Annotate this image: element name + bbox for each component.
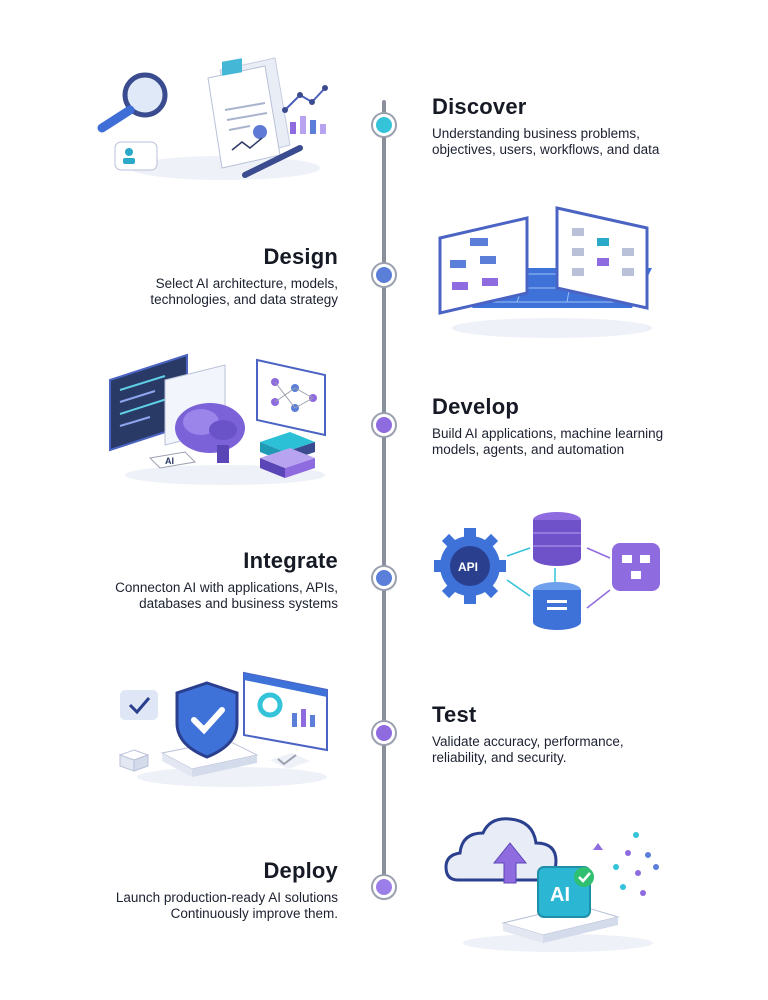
- brain-icon: [175, 403, 245, 463]
- upload-arrow-icon: [492, 842, 528, 884]
- step-integrate: Integrate Connecton AI with applications…: [38, 548, 338, 612]
- step-title: Test: [432, 702, 477, 727]
- ai-chip-label: AI: [165, 456, 174, 466]
- timeline-node-discover: [373, 114, 395, 136]
- develop-illustration: AI: [109, 353, 326, 485]
- timeline-node-test: [373, 722, 395, 744]
- timeline-node-develop: [373, 414, 395, 436]
- design-illustration: [438, 206, 652, 338]
- dashboard-screen-icon: [243, 671, 328, 752]
- network-screen-icon: [555, 206, 649, 310]
- timeline-node-design: [373, 264, 395, 286]
- line-chart-icon: [282, 85, 328, 134]
- network-dots-icon: [593, 832, 659, 896]
- step-test: Test Validate accuracy, performance, rel…: [432, 702, 732, 766]
- user-card-icon: [114, 141, 158, 171]
- discover-illustration: [97, 57, 328, 180]
- step-title: Discover: [432, 94, 527, 119]
- step-title: Deploy: [263, 858, 338, 883]
- timeline-line: [382, 100, 386, 900]
- document-icon: [207, 57, 291, 169]
- step-design: Design Select AI architecture, models, t…: [38, 244, 338, 308]
- ai-box-label: AI: [550, 884, 570, 906]
- test-illustration: [118, 671, 328, 787]
- database-icon: [533, 582, 581, 630]
- step-discover: Discover Understanding business problems…: [432, 94, 732, 158]
- cube-stack-icon: [260, 432, 315, 478]
- neural-network-screen-icon: [256, 358, 326, 437]
- step-description: Validate accuracy, performance, reliabil…: [432, 734, 624, 765]
- magnifier-icon: [97, 72, 168, 133]
- checkmark-badge-icon: [574, 867, 594, 887]
- workflow-app-icon: [612, 543, 660, 591]
- cloud-icon: [444, 817, 558, 882]
- ai-chip-icon: AI: [148, 451, 197, 469]
- flowchart-screen-icon: [438, 216, 529, 315]
- api-gear-icon: API: [434, 528, 506, 604]
- database-icon: [533, 512, 581, 566]
- step-title: Design: [263, 244, 338, 269]
- shield-icon: [175, 681, 239, 759]
- step-description: Build AI applications, machine learning …: [432, 426, 664, 457]
- step-description: Launch production-ready AI solutions Con…: [115, 890, 338, 921]
- step-title: Integrate: [243, 548, 338, 573]
- step-description: Understanding business problems, objecti…: [432, 126, 660, 157]
- check-tile-icon: [270, 753, 310, 769]
- check-tile-icon: [120, 690, 158, 720]
- timeline-node-integrate: [373, 567, 395, 589]
- small-cube-icon: [118, 749, 150, 772]
- deploy-illustration: AI: [444, 817, 659, 952]
- integrate-illustration: API: [434, 512, 660, 630]
- timeline-node-deploy: [373, 876, 395, 898]
- step-title: Develop: [432, 394, 519, 419]
- step-deploy: Deploy Launch production-ready AI soluti…: [38, 858, 338, 922]
- step-description: Connecton AI with applications, APIs, da…: [115, 580, 338, 611]
- pencil-icon: [242, 145, 303, 178]
- step-develop: Develop Build AI applications, machine l…: [432, 394, 732, 458]
- step-description: Select AI architecture, models, technolo…: [150, 276, 338, 307]
- api-gear-label: API: [458, 560, 478, 574]
